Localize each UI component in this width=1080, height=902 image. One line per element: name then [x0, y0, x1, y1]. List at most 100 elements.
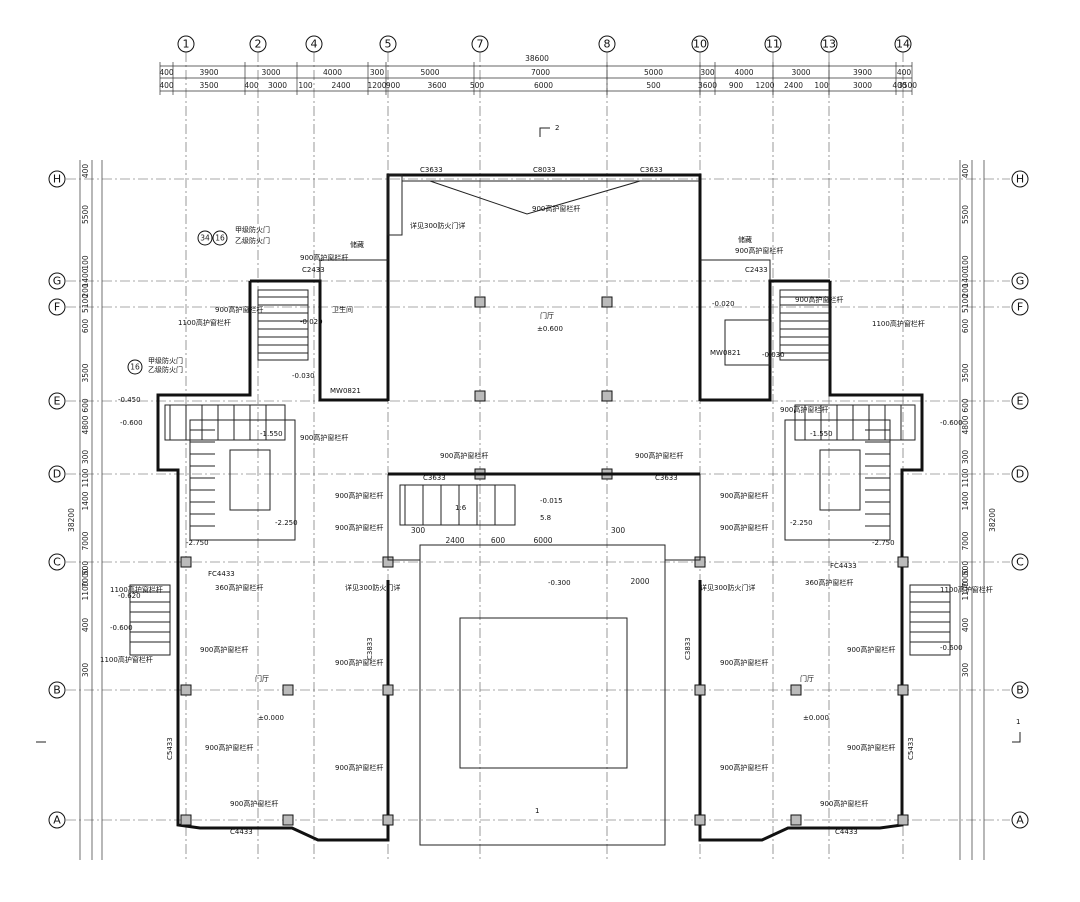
dim-row1-7: 5000: [644, 68, 663, 77]
guardrail-left-8: 900高护窗栏杆: [300, 433, 348, 442]
dim-row2-15: 2400: [784, 81, 803, 90]
left-ramp: [164, 404, 286, 441]
note-door-class-a-2: 甲级防火门: [148, 356, 183, 365]
section-mark-right: [1012, 732, 1021, 743]
guardrail-left-9: 900高护窗栏杆: [300, 253, 348, 262]
axis-label-8: 8: [604, 38, 611, 51]
dim-left-4: 200: [81, 283, 90, 298]
dim-right-13: 7000: [961, 531, 970, 550]
axis-bubble-right-C: [1011, 553, 1029, 571]
axis-label-left-B: B: [53, 684, 61, 697]
column-right-2: [897, 684, 909, 696]
guardrail-right-4: 900高护窗栏杆: [720, 658, 768, 667]
right-store-label: 储藏: [738, 235, 752, 244]
window-c5433-l: C5433: [166, 737, 174, 760]
axis-bubble-5: [379, 35, 397, 53]
section-mark-top-label: 2: [555, 124, 559, 132]
dim-left-15: 7000: [81, 568, 90, 587]
window-fc-left: FC4433: [208, 570, 235, 578]
axis-label-left-H: H: [53, 173, 61, 186]
dim-left-2: 100: [81, 255, 90, 270]
dim-row2-0: 400: [159, 81, 174, 90]
guardrail-right-7: 900高护窗栏杆: [720, 523, 768, 532]
dim-right-overall: 38200: [988, 508, 997, 532]
guardrail-right-2: 900高护窗栏杆: [847, 743, 895, 752]
axis-bubble-left-F: [48, 298, 66, 316]
right-ramp: [794, 404, 916, 441]
axis-bubble-right-G: [1011, 272, 1029, 290]
axis-label-left-D: D: [53, 468, 61, 481]
axis-bubble-14: [894, 35, 912, 53]
level-l6: -2.250: [275, 519, 298, 527]
dim-row2-3: 3000: [268, 81, 287, 90]
column-left-0: [180, 684, 192, 696]
axis-label-4: 4: [311, 38, 318, 51]
level-l8: -0.620: [118, 592, 141, 600]
axis-label-right-F: F: [1017, 301, 1023, 314]
center-top-stair-box: [387, 174, 403, 236]
guardrail-right-1: 900高护窗栏杆: [847, 645, 895, 654]
center-top-window-v: [429, 180, 641, 215]
column-right-7: [897, 556, 909, 568]
axis-label-left-A: A: [53, 814, 61, 827]
dim-left-1: 5500: [81, 205, 90, 224]
guardrail-360-right: 360高护窗栏杆: [805, 578, 853, 587]
note-door-left: 详见300防火门详: [345, 583, 400, 592]
dim-row1-3: 4000: [323, 68, 342, 77]
axis-bubble-right-B: [1011, 681, 1029, 699]
dim-right-4: 200: [961, 283, 970, 298]
center-bottom-mark: 1: [535, 807, 539, 815]
axis-bubble-left-A: [48, 811, 66, 829]
center-level-l11: -0.015: [540, 497, 563, 505]
dim-left-16: 1100: [81, 581, 90, 600]
axis-label-7: 7: [477, 38, 484, 51]
level-r1: -0.020: [712, 300, 735, 308]
dim-right-7: 3500: [961, 363, 970, 382]
dim-left-17: 400: [81, 618, 90, 633]
axis-label-14: 14: [896, 38, 910, 51]
axis-bubble-left-E: [48, 392, 66, 410]
guardrail-center-2: 900高护窗栏杆: [635, 451, 683, 460]
center-courtyard: [459, 617, 628, 769]
axis-label-right-H: H: [1016, 173, 1024, 186]
axis-label-10: 10: [693, 38, 707, 51]
dim-right-18: 300: [961, 663, 970, 678]
left-entry-stair: [129, 584, 171, 656]
right-mw-label: MW0821: [710, 349, 741, 357]
center-note-1: 1:6: [455, 504, 467, 512]
guardrail-left-1: 900高护窗栏杆: [200, 645, 248, 654]
level-r5: -2.250: [790, 519, 813, 527]
level-l7: -2.750: [186, 539, 209, 547]
dim-overall: 38600: [525, 54, 549, 63]
dim-row2-8: 3600: [427, 81, 446, 90]
dim-left-13: 7000: [81, 531, 90, 550]
dim-row1-12: 400: [897, 68, 912, 77]
left-store-label: 储藏: [350, 240, 364, 249]
dim-row2-6: 1200: [367, 81, 386, 90]
dim-row2-1: 3500: [199, 81, 218, 90]
axis-bubble-7: [471, 35, 489, 53]
guardrail-left-5: 900高护窗栏杆: [335, 763, 383, 772]
axis-label-2: 2: [255, 38, 262, 51]
axis-bubble-right-H: [1011, 170, 1029, 188]
dim-right-14: 500: [961, 561, 970, 576]
level-l9: -0.600: [110, 624, 133, 632]
right-stair-upper: [779, 289, 831, 361]
dim-left-11: 1100: [81, 468, 90, 487]
left-mw-label: MW0821: [330, 387, 361, 395]
dim-left-12: 1400: [81, 491, 90, 510]
dim-row2-11: 500: [646, 81, 661, 90]
guardrail-1100-left-3: 1100高护窗栏杆: [110, 585, 163, 594]
axis-bubble-right-E: [1011, 392, 1029, 410]
right-lobby-name: 门厅: [800, 674, 814, 683]
dim-right-11: 1100: [961, 468, 970, 487]
center-hall-level: ±0.600: [537, 325, 563, 333]
column-right-1: [790, 684, 802, 696]
right-stair-landing: [819, 449, 861, 511]
level-r4: -1.550: [810, 430, 833, 438]
guardrail-1100-right: 1100高护窗栏杆: [872, 319, 925, 328]
center-dim-300b: 300: [611, 526, 626, 535]
guardrail-1100-right-2: 1100高护窗栏杆: [940, 585, 993, 594]
level-l3: -0.450: [118, 396, 141, 404]
left-wing-upper-notch: [319, 259, 388, 281]
